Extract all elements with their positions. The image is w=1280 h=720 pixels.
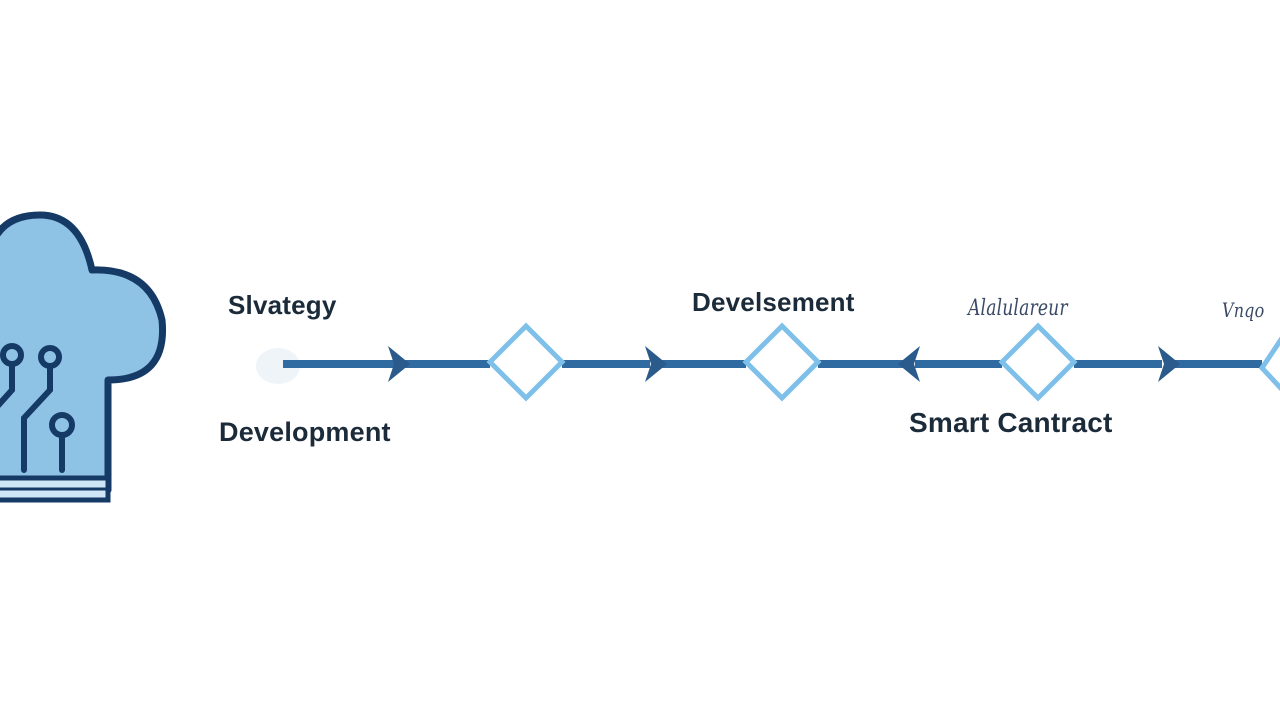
label-smart-contract: Smart Cantract: [909, 407, 1113, 438]
arrowhead-3: [898, 346, 920, 382]
milestone-diamond-3: [998, 322, 1078, 402]
milestone-diamond-1: [486, 322, 566, 402]
label-development-left: Development: [219, 417, 391, 447]
arrowhead-4: [1158, 346, 1180, 382]
cloud-circuit-icon: [0, 211, 167, 503]
label-strategy: Slvategy: [228, 290, 337, 320]
milestones: [486, 322, 1280, 402]
arrowhead-2: [645, 346, 667, 382]
cloud-shape: [0, 211, 167, 494]
circuit-traces: [0, 343, 75, 473]
label-development-mid: Develsement: [692, 287, 855, 317]
label-scribble-1: Alalulareur: [968, 296, 1068, 321]
label-scribble-2: Vnqo: [1222, 298, 1265, 322]
milestone-diamond-2: [742, 322, 822, 402]
milestone-diamond-4: [1258, 336, 1280, 391]
glow-spot: [256, 348, 300, 384]
arrowheads: [388, 346, 1180, 382]
arrowhead-1: [388, 346, 410, 382]
